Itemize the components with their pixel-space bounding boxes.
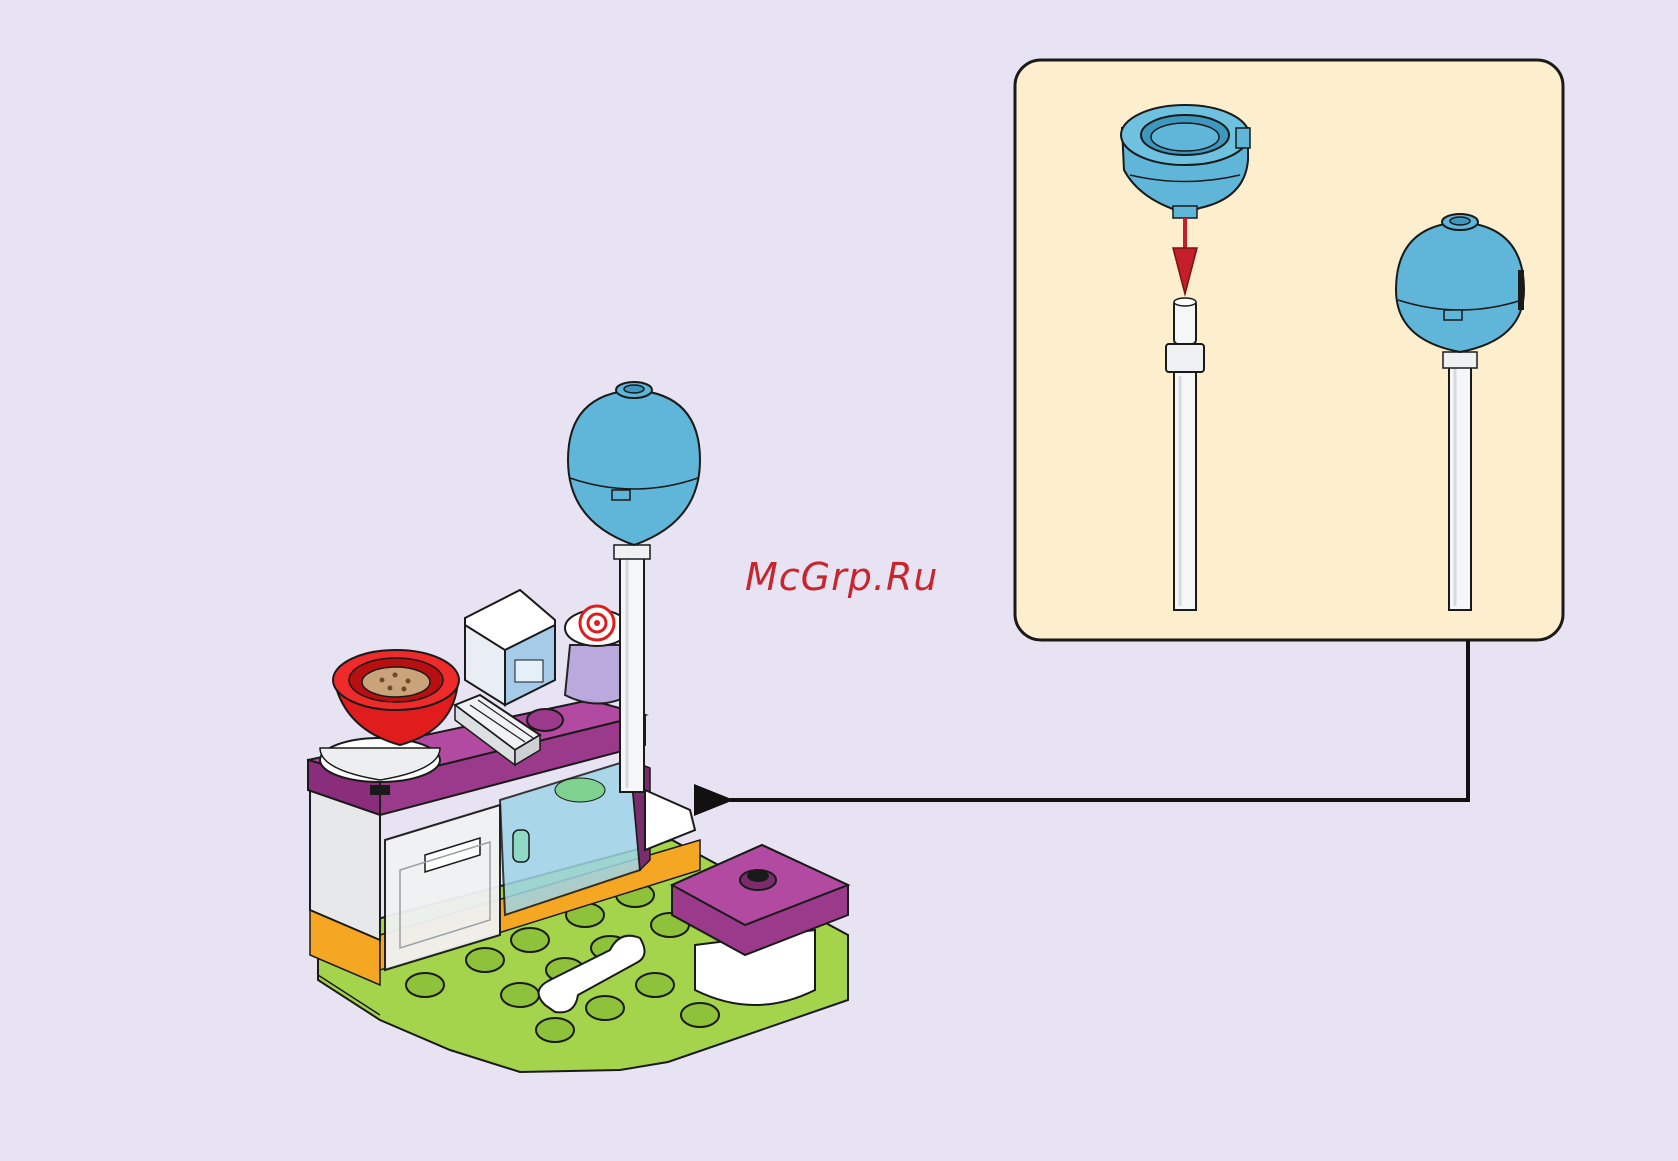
connector-line (730, 640, 1468, 800)
callout-panel (1015, 60, 1563, 640)
sub-assembly-callout (1015, 60, 1563, 640)
milk-carton (465, 590, 555, 705)
bakery-stand-model (308, 382, 848, 1072)
watermark-text: McGrp.Ru (745, 555, 938, 599)
white-step-tile (645, 790, 695, 850)
